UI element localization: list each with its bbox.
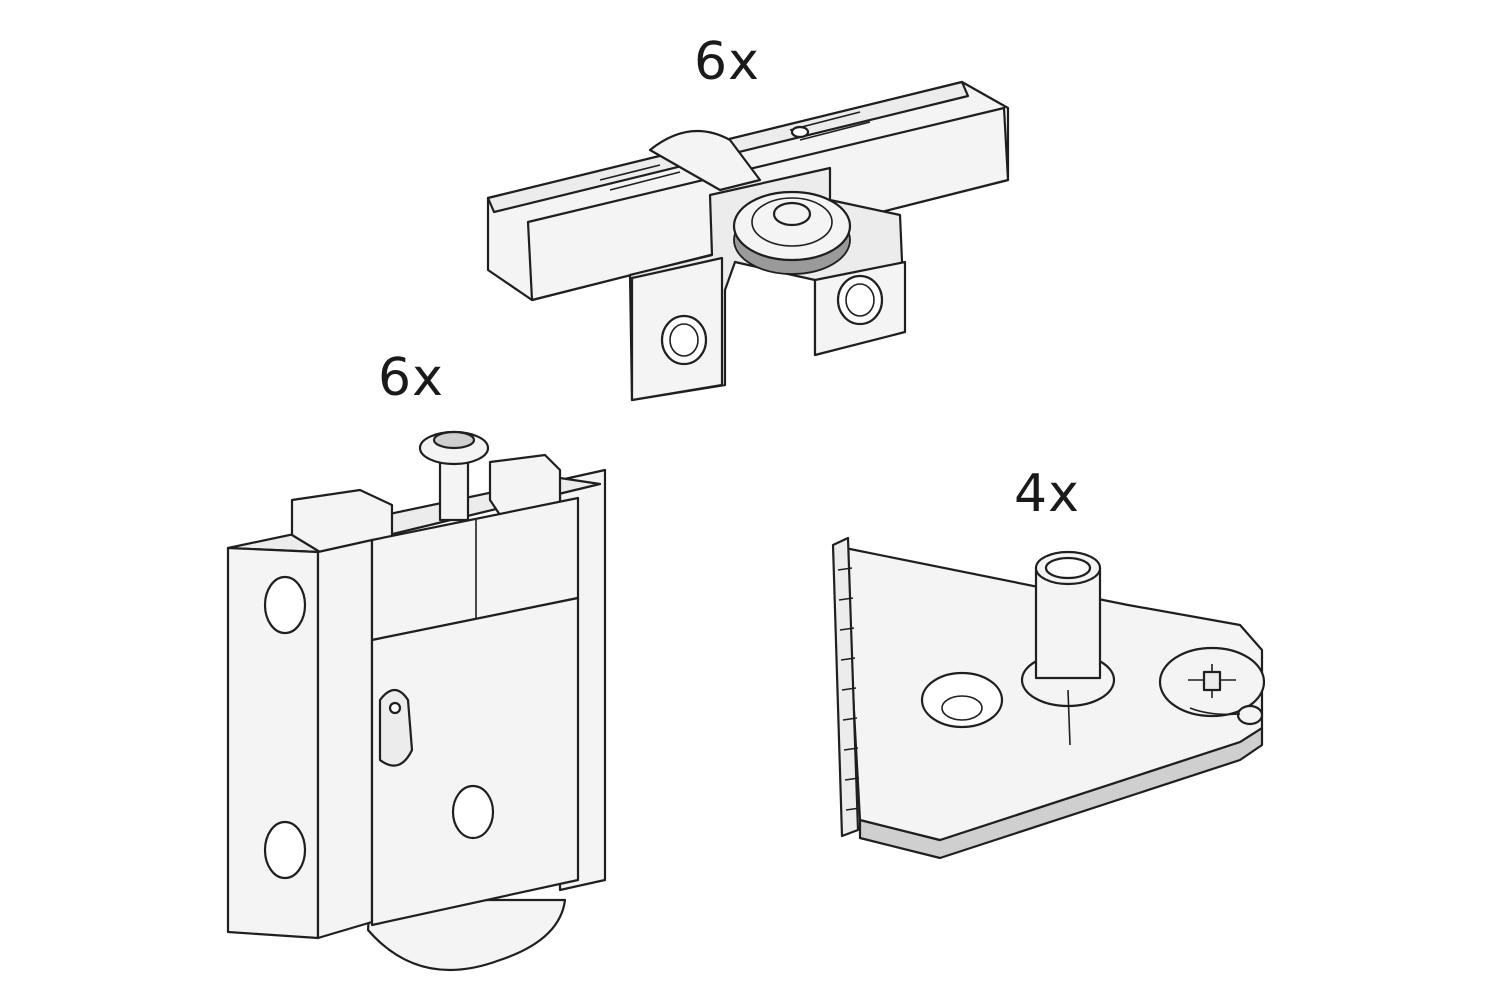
carriage-side-hole-bottom — [263, 820, 307, 880]
carriage-clip-pivot — [388, 701, 402, 715]
carriage-side-hole-top — [263, 575, 307, 635]
hanger-right-tab-hole-inner — [845, 283, 875, 317]
plate-countersunk-hole — [920, 671, 1004, 729]
hanger-top-hole-right — [790, 125, 810, 139]
hanger-left-tab-hole — [660, 314, 708, 366]
left-part-quantity-label: 6x — [378, 348, 444, 408]
plate-serration-marks — [837, 567, 861, 811]
hanger-left-tab-hole-inner — [669, 323, 699, 357]
plate-screw-cam — [1236, 704, 1264, 726]
plate-countersunk-hole-inner — [941, 695, 983, 721]
plate-serrated-strip — [831, 536, 860, 838]
top-part-quantity-label: 6x — [694, 32, 760, 92]
hanger-slot-lines — [599, 111, 871, 191]
carriage-face-circle — [451, 784, 495, 840]
carriage-screw-slot — [432, 430, 476, 450]
plate-screw-center — [1202, 670, 1222, 692]
hanger-wheel-rim — [751, 197, 833, 247]
carriage-front-column — [316, 538, 374, 940]
carriage-screw-shaft — [438, 456, 470, 522]
hanger-center-hump — [648, 129, 762, 192]
top-roller-hanger — [486, 80, 1010, 402]
plate-screw-arc — [1189, 707, 1241, 716]
hanger-wheel-hub — [772, 201, 812, 227]
right-part-quantity-label: 4x — [1014, 464, 1080, 524]
carriage-wheel — [366, 898, 567, 972]
hanger-right-tab-hole — [836, 274, 884, 326]
plate-pin-hole — [1044, 556, 1092, 580]
guide-plate-with-pin — [831, 536, 1266, 860]
plate-pin-shaft — [1034, 566, 1102, 680]
carriage-lower-face — [370, 596, 580, 927]
plate-pin-alignment-line — [1067, 689, 1071, 746]
carriage-clip — [378, 688, 414, 767]
door-roller-carriage — [226, 430, 607, 972]
